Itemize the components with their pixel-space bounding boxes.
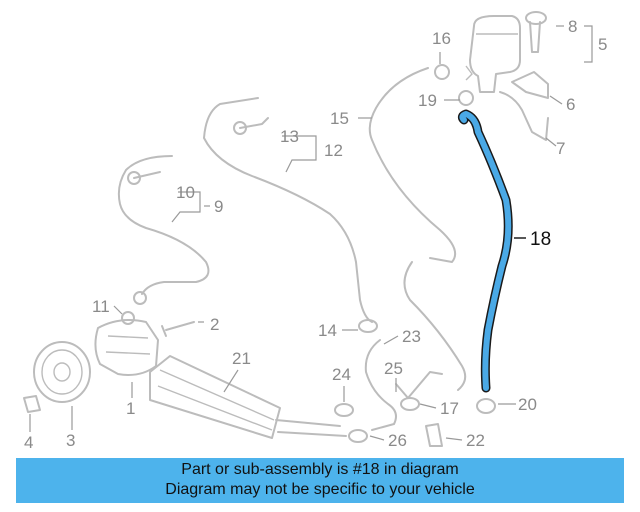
bracket-22: [425, 423, 443, 447]
bolt-4: [23, 395, 41, 413]
cap-20: [476, 398, 496, 414]
callout-24: 24: [332, 365, 351, 384]
callout-14: 14: [318, 321, 337, 340]
callout-16: 16: [432, 29, 451, 48]
power-steering-pump: [94, 311, 159, 376]
hose-23: [364, 339, 397, 431]
callout-17: 17: [440, 399, 459, 418]
hose-12: [203, 97, 373, 323]
hose-13-fitting: [239, 117, 269, 129]
callout-9: 9: [214, 197, 223, 216]
callout-23: 23: [402, 327, 421, 346]
bolt-2: [161, 321, 195, 337]
callout-20: 20: [518, 395, 537, 414]
callout-15: 15: [330, 109, 349, 128]
banner-line-1: Part or sub-assembly is #18 in diagram: [181, 461, 459, 478]
hose-15: [368, 67, 456, 263]
callout-22: 22: [466, 431, 485, 450]
callout-19: 19: [418, 91, 437, 110]
callout-21: 21: [232, 349, 251, 368]
oil-cooler: [149, 355, 347, 439]
clamp-24: [334, 403, 354, 417]
hose-15-lower: [403, 261, 467, 391]
callout-13: 13: [280, 127, 299, 146]
callout-2: 2: [210, 315, 219, 334]
callout-18: 18: [530, 229, 551, 250]
hose-9: [117, 155, 210, 295]
callout-25: 25: [384, 359, 403, 378]
banner-line-2: Diagram may not be specific to your vehi…: [165, 481, 475, 498]
hose-10: [133, 171, 161, 179]
callout-6: 6: [566, 95, 575, 114]
clamp-26: [348, 429, 368, 443]
callout-4: 4: [24, 433, 33, 452]
callout-8: 8: [568, 17, 577, 36]
info-banner: Part or sub-assembly is #18 in diagram D…: [16, 458, 624, 503]
callout-7: 7: [556, 139, 565, 158]
callout-10: 10: [176, 183, 195, 202]
hose-25: [395, 371, 443, 399]
parts-diagram: 1 2 3 4 5 6 7 8 9 10 11 12 13 14 15 16 1…: [23, 11, 607, 452]
clamp-14: [358, 319, 378, 333]
hose-18-highlighted: [457, 109, 513, 393]
callout-1: 1: [126, 399, 135, 418]
callout-12: 12: [324, 141, 343, 160]
callout-26: 26: [388, 431, 407, 450]
callout-3: 3: [66, 431, 75, 450]
callout-11: 11: [92, 297, 110, 316]
callout-5: 5: [598, 35, 607, 54]
clamp-17: [400, 397, 420, 411]
pulley: [33, 341, 91, 403]
reservoir-assembly: [434, 11, 549, 141]
